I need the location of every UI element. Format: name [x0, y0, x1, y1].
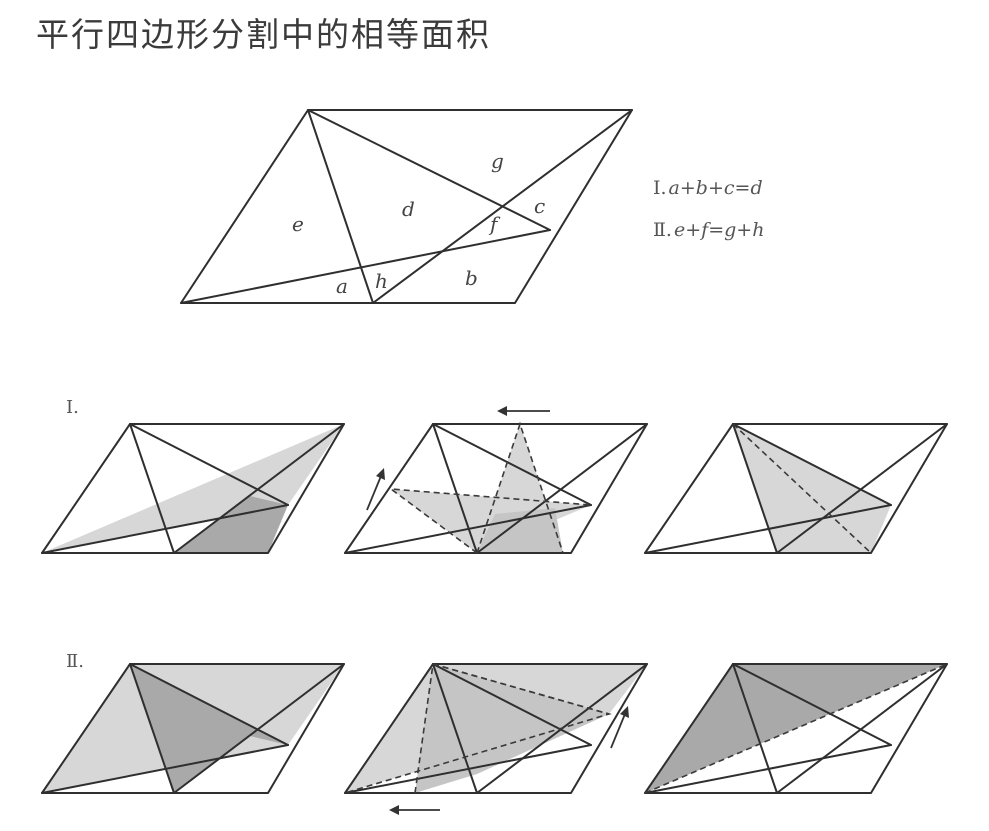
statement-two-term: g — [724, 219, 736, 241]
line-corner-to-right-side — [41, 504, 289, 554]
region-label-d: d — [402, 197, 415, 221]
main-line-apex-to-right-side — [307, 109, 551, 231]
statement-one-term: d — [750, 177, 762, 199]
shaded-quadrilateral — [733, 424, 891, 553]
statement-one-numeral: Ⅰ. — [653, 177, 667, 199]
statement-two-term: f — [699, 219, 711, 241]
line-bottom-to-top-corner — [173, 423, 345, 554]
statement-one-term: a — [669, 177, 680, 199]
shaded-region-dark — [130, 664, 288, 793]
line-bottom-to-top-corner — [173, 663, 345, 794]
row-two-panel-2 — [344, 663, 648, 815]
dashed-diagonal — [732, 423, 872, 554]
line-apex-to-right-side — [129, 663, 289, 746]
line-corner-to-right-side — [344, 744, 592, 794]
shaded-region-medium — [415, 664, 609, 793]
plus-sign: + — [708, 177, 724, 199]
statement-two-term: h — [752, 219, 764, 241]
line-apex-to-right-side — [129, 423, 289, 506]
arrow-up-icon — [366, 475, 382, 511]
main-line-bottom-to-top-corner — [372, 109, 633, 304]
row-one-panel-1 — [41, 423, 345, 554]
arrow-up-head-icon — [376, 468, 385, 480]
line-bottom-to-top-corner — [776, 663, 948, 794]
statement-one-term: b — [696, 177, 708, 199]
line-bottom-to-top-corner — [476, 423, 648, 554]
line-corner-to-right-side — [41, 744, 289, 794]
arrow-up-icon — [610, 713, 626, 749]
statement-one: Ⅰ.a+b+c=d — [653, 177, 763, 199]
line-corner-to-right-side — [644, 744, 892, 794]
region-label-h: h — [375, 269, 388, 293]
region-label-g: g — [491, 149, 504, 173]
row-one-panel-2 — [344, 406, 648, 554]
main-parallelogram-diagram: e d g c f a h b — [180, 109, 633, 304]
row-two-panel-3 — [644, 663, 948, 794]
statement-two-term: e — [674, 219, 685, 241]
row-two-label: Ⅱ. — [66, 651, 84, 672]
line-apex-to-right-side — [432, 423, 592, 506]
row-one-label: Ⅰ. — [66, 397, 79, 418]
line-apex-to-right-side — [732, 663, 892, 746]
line-apex-to-bottom — [432, 423, 478, 554]
region-label-f: f — [488, 212, 501, 236]
row-two-panel-1 — [41, 663, 345, 794]
equals-sign: = — [708, 219, 724, 241]
line-apex-to-right-side — [432, 663, 592, 746]
row-one-panel-3 — [644, 423, 948, 554]
region-label-b: b — [465, 266, 478, 290]
statement-two: Ⅱ.e+f=g+h — [653, 219, 764, 241]
shaded-overlap — [477, 508, 563, 553]
line-bottom-to-top-corner — [776, 423, 948, 554]
plus-sign: + — [736, 219, 752, 241]
equals-sign: = — [735, 177, 751, 199]
plus-sign: + — [680, 177, 696, 199]
line-apex-to-bottom — [129, 423, 175, 554]
arrow-up-head-icon — [620, 706, 629, 718]
line-corner-to-right-side — [344, 504, 592, 554]
main-line-apex-to-bottom — [307, 109, 374, 304]
dashed-moved-edge-2 — [432, 663, 610, 715]
statement-two-numeral: Ⅱ. — [653, 219, 672, 241]
main-line-corner-to-right-side — [180, 229, 551, 304]
dashed-moved-triangle-2 — [388, 487, 592, 554]
dashed-diagonal — [644, 663, 948, 794]
region-label-c: c — [534, 194, 545, 218]
line-apex-to-bottom — [732, 663, 778, 794]
line-apex-to-bottom — [129, 663, 175, 794]
page-title: 平行四边形分割中的相等面积 — [36, 15, 491, 54]
dashed-moved-triangle-1 — [476, 421, 564, 554]
arrow-left-head-icon — [497, 406, 507, 416]
statement-one-term: c — [724, 177, 735, 199]
arrow-left-head-icon — [389, 805, 399, 815]
line-apex-to-bottom — [732, 423, 778, 554]
plus-sign: + — [685, 219, 701, 241]
line-corner-to-right-side — [644, 504, 892, 554]
region-label-a: a — [336, 274, 348, 298]
shaded-region-light — [42, 424, 344, 553]
line-apex-to-right-side — [732, 423, 892, 506]
line-apex-to-bottom — [432, 663, 478, 794]
region-label-e: e — [292, 212, 304, 236]
